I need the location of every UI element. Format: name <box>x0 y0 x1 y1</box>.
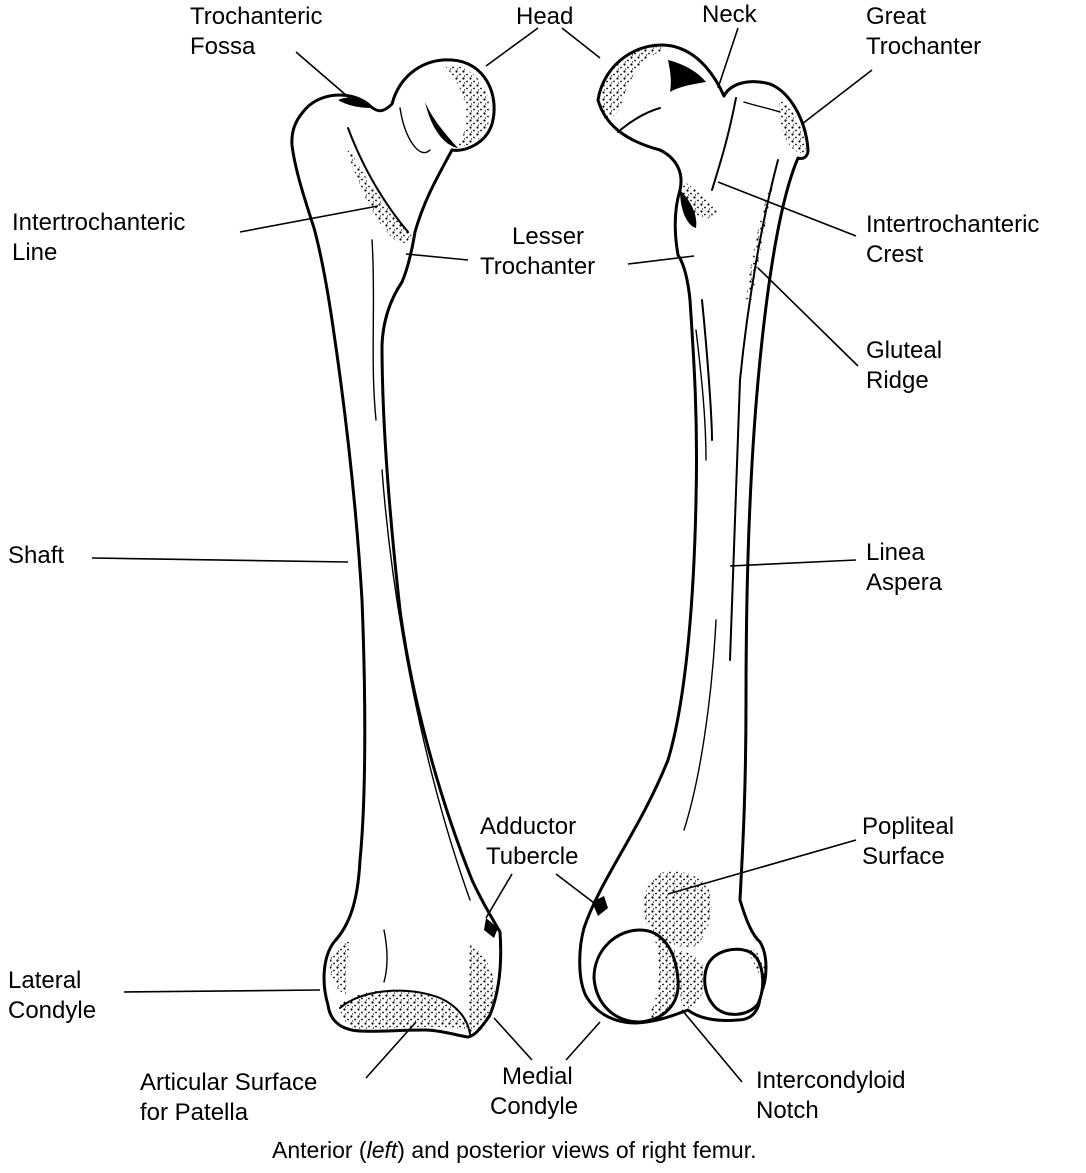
anterior-femur-outline <box>290 58 503 1039</box>
leader-trochanteric-fossa <box>295 51 355 103</box>
label-shaft: Shaft <box>8 542 64 569</box>
leader-articular-surface <box>365 1021 417 1079</box>
label-lesser-trochanter: Lesser Trochanter <box>480 223 595 280</box>
leader-medial-condyle-anterior <box>493 1017 533 1061</box>
linea-aspera-inner-line <box>695 329 707 461</box>
leader-head-posterior <box>561 27 601 59</box>
intercondyloid-notch-shading <box>672 950 708 1010</box>
label-articular-surface: Articular Surface for Patella <box>140 1069 324 1126</box>
anterior-head-shading <box>445 65 491 147</box>
label-head: Head <box>516 3 573 30</box>
leader-great-trochanter <box>801 69 873 125</box>
anterior-shaft-line <box>371 239 377 421</box>
popliteal-surface-shading <box>643 871 712 947</box>
leader-shaft <box>91 557 349 563</box>
leader-intertrochanteric-line <box>239 205 379 233</box>
label-intertrochanteric-line: Intertrochanteric Line <box>12 209 192 266</box>
label-intercondyloid-notch: Intercondyloid Notch <box>756 1067 912 1124</box>
label-trochanteric-fossa: Trochanteric Fossa <box>190 3 329 60</box>
leader-head-anterior <box>485 27 539 67</box>
label-linea-aspera: Linea Aspera <box>866 539 943 596</box>
leader-lateral-condyle <box>123 989 321 993</box>
intertrochanteric-line-curve <box>347 127 409 233</box>
intertrochanteric-crest-shading <box>681 180 718 219</box>
leader-popliteal-surface <box>667 839 857 895</box>
label-medial-condyle: Medial Condyle <box>490 1063 579 1120</box>
trochanteric-fossa-shadow <box>338 97 372 108</box>
posterior-lateral-condyle-shading <box>746 946 767 984</box>
posterior-adductor-tubercle-mark <box>592 896 608 916</box>
anterior-shaft-line-2 <box>381 469 471 901</box>
great-trochanter-line <box>743 101 781 113</box>
leader-lines <box>91 27 873 1083</box>
posterior-femur <box>578 43 810 1025</box>
anterior-neck-line <box>399 107 431 154</box>
labels: Trochanteric Fossa Head Neck Great Troch… <box>8 1 1046 1163</box>
great-trochanter-shading <box>779 100 806 154</box>
posterior-lateral-condyle <box>703 947 765 1016</box>
leader-lesser-trochanter-posterior <box>627 255 695 265</box>
intertrochanteric-crest-line <box>711 97 737 191</box>
anterior-femur <box>290 58 503 1039</box>
leader-medial-condyle-posterior <box>565 1021 601 1061</box>
anterior-lateral-condyle-shading <box>329 941 352 996</box>
leader-linea-aspera <box>729 559 857 567</box>
posterior-shaft-line <box>683 619 717 831</box>
articular-surface-shading <box>340 989 470 1030</box>
label-adductor-tubercle: Adductor Tubercle <box>480 813 583 870</box>
figure-caption: Anterior (left) and posterior views of r… <box>272 1137 757 1163</box>
label-great-trochanter: Great Trochanter <box>866 3 981 60</box>
leader-gluteal-ridge <box>757 267 859 367</box>
posterior-head-neck-junction <box>617 107 661 133</box>
label-gluteal-ridge: Gluteal Ridge <box>866 337 949 394</box>
posterior-medial-condyle-shading <box>646 932 679 1020</box>
linea-aspera-line <box>729 379 741 661</box>
label-intertrochanteric-crest: Intertrochanteric Crest <box>866 211 1046 268</box>
leader-intercondyloid-notch <box>681 1009 743 1083</box>
linea-aspera-medial-line <box>701 299 713 441</box>
intertrochanteric-line-shading <box>345 140 412 244</box>
posterior-neck-shadow <box>668 60 706 92</box>
adductor-tubercle-mark <box>484 918 498 938</box>
leader-neck <box>717 27 739 89</box>
leader-intertrochanteric-crest <box>717 181 857 237</box>
leader-adductor-tubercle-posterior <box>555 873 599 907</box>
articular-surface-curve <box>339 989 471 1035</box>
label-lateral-condyle: Lateral Condyle <box>8 967 96 1024</box>
label-neck: Neck <box>702 1 758 28</box>
anterior-medial-condyle-shading <box>468 945 495 1036</box>
anterior-lower-line <box>383 929 388 983</box>
leader-lesser-trochanter-anterior <box>405 253 469 261</box>
posterior-head-shading <box>601 46 668 119</box>
leader-adductor-tubercle-anterior <box>485 873 513 919</box>
label-popliteal-surface: Popliteal Surface <box>862 813 961 870</box>
